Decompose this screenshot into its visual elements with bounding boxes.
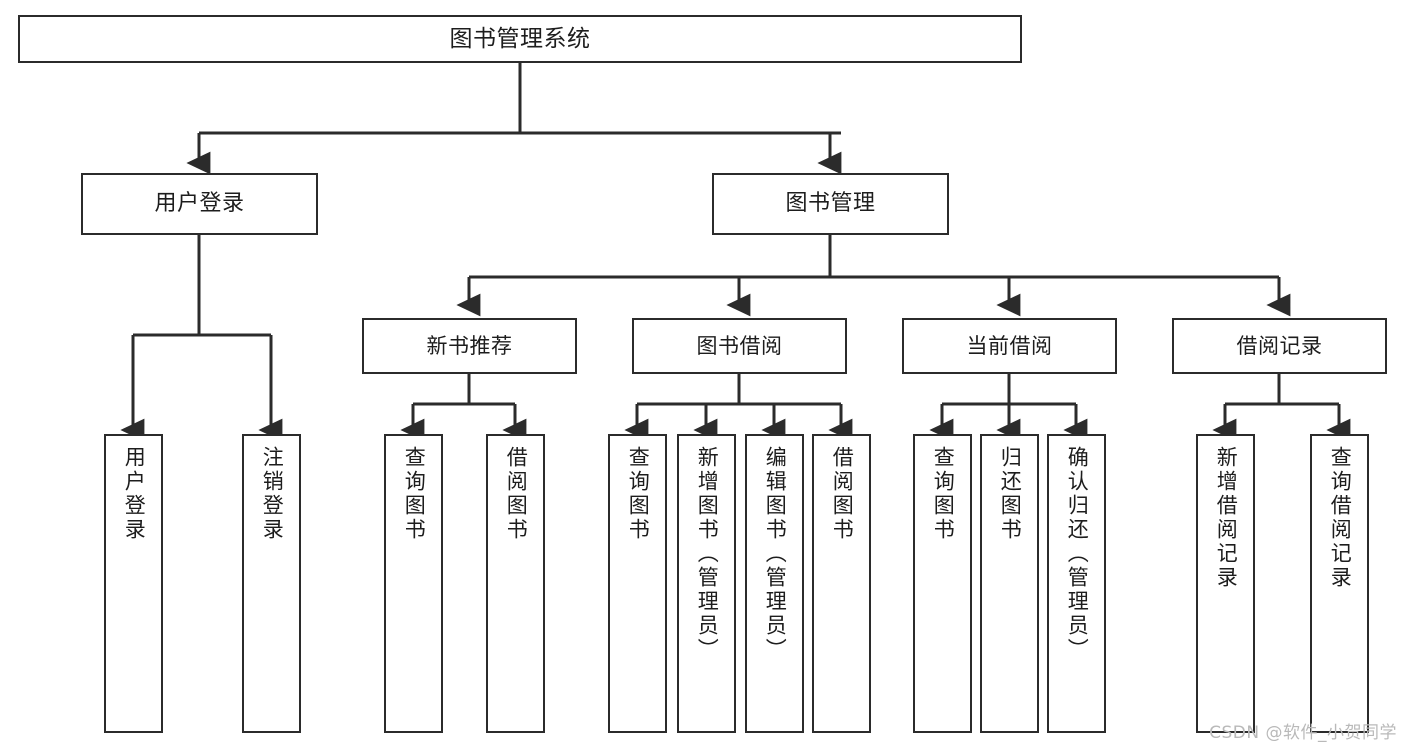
leaf-return-book[interactable]: 归还图书 [980,434,1039,733]
leaf-user-login[interactable]: 用户登录 [104,434,163,733]
node-label: 新书推荐 [426,333,513,358]
csdn-watermark: CSDN @软件_小贺同学 [1209,723,1397,743]
node-current-borrow[interactable]: 当前借阅 [902,318,1117,374]
node-label: 确认归还（管理员） [1065,446,1090,662]
node-label: 新增图书（管理员） [695,446,720,662]
node-user-login[interactable]: 用户登录 [81,173,318,235]
leaf-add-borrow-record[interactable]: 新增借阅记录 [1196,434,1255,733]
node-label: 借阅记录 [1236,333,1323,358]
leaf-query-borrow-record[interactable]: 查询借阅记录 [1310,434,1369,733]
node-label: 借阅图书 [830,446,855,542]
node-label: 编辑图书（管理员） [763,446,788,662]
node-label: 归还图书 [998,446,1023,542]
node-label: 用户登录 [122,446,147,542]
node-label: 查询图书 [626,446,651,542]
node-label: 图书管理 [785,191,876,217]
node-root-system[interactable]: 图书管理系统 [18,15,1022,63]
leaf-borrow-book[interactable]: 借阅图书 [812,434,871,733]
leaf-add-book-admin[interactable]: 新增图书（管理员） [677,434,736,733]
node-label: 新增借阅记录 [1214,446,1239,590]
node-book-borrow[interactable]: 图书借阅 [632,318,847,374]
node-book-management[interactable]: 图书管理 [712,173,949,235]
node-label: 借阅图书 [504,446,529,542]
node-label: 查询图书 [931,446,956,542]
leaf-query-books-borrow[interactable]: 查询图书 [608,434,667,733]
node-label: 当前借阅 [966,333,1053,358]
node-label: 查询借阅记录 [1328,446,1353,590]
node-label: 图书借阅 [696,333,783,358]
node-label: 注销登录 [260,446,285,542]
node-label: 查询图书 [402,446,427,542]
leaf-query-books-current[interactable]: 查询图书 [913,434,972,733]
leaf-confirm-return-admin[interactable]: 确认归还（管理员） [1047,434,1106,733]
leaf-query-books-recommend[interactable]: 查询图书 [384,434,443,733]
leaf-edit-book-admin[interactable]: 编辑图书（管理员） [745,434,804,733]
leaf-logout[interactable]: 注销登录 [242,434,301,733]
node-new-book-recommend[interactable]: 新书推荐 [362,318,577,374]
node-label: 用户登录 [154,191,245,217]
node-borrow-records[interactable]: 借阅记录 [1172,318,1387,374]
leaf-borrow-books-recommend[interactable]: 借阅图书 [486,434,545,733]
node-label: 图书管理系统 [449,25,591,52]
